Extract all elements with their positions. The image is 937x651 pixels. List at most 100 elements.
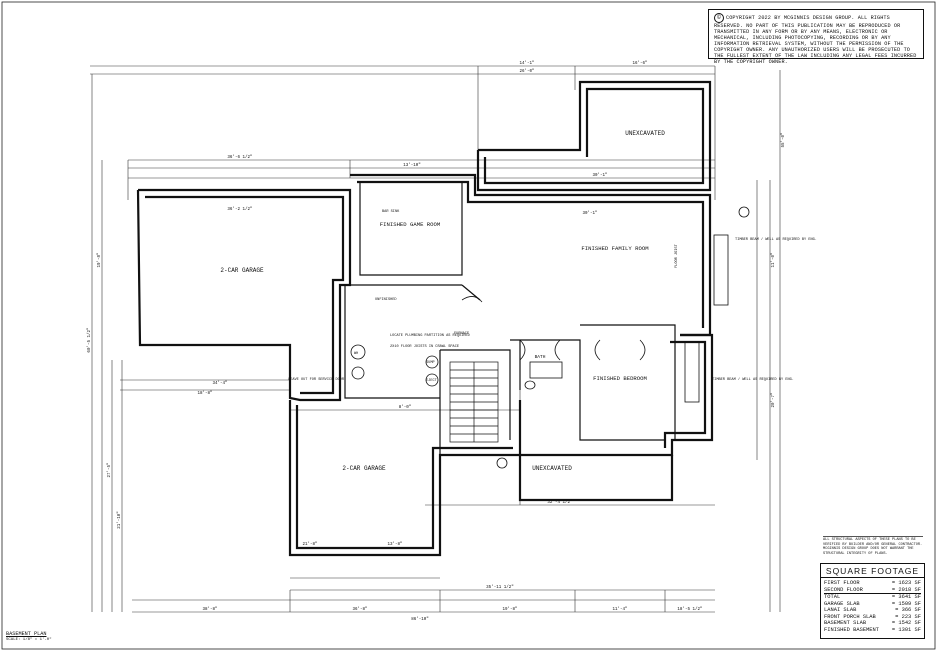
- sqft-row: FINISHED BASEMENT = 1301 SF: [824, 627, 921, 634]
- plan-notes: WH FURNACE SUMP EJECT BAR SINK FLOOR JOI…: [288, 210, 817, 383]
- dim-top-1: 14'-1": [519, 61, 534, 66]
- dim-garage-top: 36'-2 1/2": [227, 207, 252, 212]
- dim-family-width: 30'-1": [582, 211, 597, 216]
- sqft-value: = 223 SF: [895, 613, 921, 620]
- dim-top-3: 26'-0": [519, 69, 534, 74]
- sqft-value: = 366 SF: [895, 607, 921, 613]
- square-footage-title: SQUARE FOOTAGE: [821, 564, 924, 578]
- sqft-label: FINISHED BASEMENT: [824, 626, 879, 633]
- column-marker-bottom: [496, 457, 508, 469]
- timber-beam-top: [713, 234, 729, 306]
- label-timber-right: TIMBER BEAM / WELL AS REQUIRED BY ENG.: [712, 377, 794, 382]
- label-timber-top: TIMBER BEAM / WELL AS REQUIRED BY ENG.: [735, 237, 817, 242]
- room-garage-bottom: 2-CAR GARAGE: [342, 465, 386, 472]
- sqft-label: LANAI SLAB: [824, 607, 857, 613]
- dim-top-2: 16'-6": [632, 61, 647, 66]
- square-footage-rows: FIRST FLOOR = 1623 SF SECOND FLOOR = 2018 …: [821, 578, 924, 635]
- sqft-label: BASEMENT SLAB: [824, 620, 867, 626]
- dim-right-2: 20'-7": [771, 392, 776, 407]
- copyright-icon: ©: [714, 13, 724, 23]
- room-game: FINISHED GAME ROOM: [380, 221, 440, 228]
- sqft-row: FIRST FLOOR = 1623 SF: [824, 580, 921, 587]
- toilet: [524, 380, 536, 390]
- dim-left-3: 21'-10": [117, 511, 122, 529]
- sqft-row: LANAI SLAB = 366 SF: [824, 607, 921, 614]
- dim-inner-2: 18'-8": [197, 391, 212, 396]
- square-footage-table: SQUARE FOOTAGE FIRST FLOOR = 1623 SF SECO…: [820, 563, 925, 639]
- structural-disclaimer: ALL STRUCTURAL ASPECTS OF THESE PLANS TO…: [823, 536, 923, 565]
- dim-left-2: 27'-5": [107, 462, 112, 477]
- column-marker-top: [738, 206, 750, 218]
- dim-right-total: 55'-0": [781, 132, 786, 147]
- dim-bottom-total: 86'-10": [411, 617, 429, 622]
- dim-left-total: 60'-5 1/2": [87, 327, 92, 352]
- label-furnace: FURNACE: [454, 332, 469, 336]
- sqft-label: GARAGE SLAB: [824, 600, 860, 607]
- label-bar-sink: BAR SINK: [382, 210, 400, 214]
- dim-b-small-2: 13'-8": [387, 542, 402, 547]
- plan-scale: SCALE: 1/8" = 1'-0": [6, 638, 52, 642]
- sqft-value: = 1509 SF: [891, 600, 921, 607]
- sqft-label: FRONT PORCH SLAB: [824, 613, 876, 620]
- furnace-symbol: [351, 366, 365, 380]
- label-eject: EJECT: [426, 379, 438, 383]
- sqft-label: FIRST FLOOR: [824, 580, 860, 586]
- dim-bottom-5: 35'-11 1/2": [486, 585, 514, 590]
- dim-b-small-3: 8'-0": [399, 405, 412, 410]
- dim-bottom-4: 11'-4": [612, 607, 627, 612]
- dim-bottom-3: 19'-8": [502, 607, 517, 612]
- dim-row2-3: 30'-1": [592, 173, 607, 178]
- water-heater-symbol: [350, 344, 366, 360]
- sqft-value: = 2018 SF: [891, 586, 921, 593]
- sqft-row: GARAGE SLAB = 1509 SF: [824, 601, 921, 608]
- room-garage-left: 2-CAR GARAGE: [220, 267, 264, 274]
- dim-right-1: 11'-0": [771, 252, 776, 267]
- dim-b-small-1: 21'-8": [302, 542, 317, 547]
- dim-inner-1: 34'-4": [212, 381, 227, 386]
- sump-symbol: [425, 355, 439, 369]
- label-sump: SUMP: [426, 361, 435, 365]
- dim-bottom-2: 36'-8": [352, 607, 367, 612]
- room-unexcavated-bottom: UNEXCAVATED: [532, 465, 572, 472]
- copyright-text: COPYRIGHT 2022 BY MCGINNIS DESIGN GROUP.…: [714, 15, 917, 65]
- dimension-labels: 14'-1" 16'-6" 26'-0" 36'-6 1/2" 13'-10" …: [197, 61, 702, 622]
- dim-inner-3: 32'-4 1/2": [547, 500, 572, 505]
- bath-tub: [529, 361, 563, 379]
- sqft-value: = 1542 SF: [891, 620, 921, 626]
- sqft-row: SECOND FLOOR = 2018 SF: [824, 587, 921, 594]
- dim-bottom-1: 38'-8": [202, 607, 217, 612]
- label-floor-joist-note: 2X10 FLOOR JOISTS IN CRAWL SPACE: [390, 345, 459, 349]
- dim-left-1: 19'-8": [97, 252, 102, 267]
- dim-row2-1: 36'-6 1/2": [227, 155, 252, 160]
- sqft-label: TOTAL: [824, 594, 841, 600]
- plan-title: BASEMENT PLAN: [6, 631, 47, 637]
- room-bedroom: FINISHED BEDROOM: [593, 375, 647, 382]
- timber-beam-right: [684, 341, 700, 403]
- room-family: FINISHED FAMILY ROOM: [581, 245, 648, 252]
- sqft-row-total: TOTAL = 3641 SF: [824, 593, 921, 601]
- sqft-row: BASEMENT SLAB = 1542 SF: [824, 620, 921, 627]
- sqft-label: SECOND FLOOR: [824, 586, 863, 593]
- label-floor-joist: FLOOR JOIST: [675, 243, 679, 268]
- sqft-row: FRONT PORCH SLAB = 223 SF: [824, 614, 921, 621]
- fixtures: [350, 206, 750, 469]
- room-unexcavated-top: UNEXCAVATED: [625, 130, 665, 137]
- label-loc-note: LOCATE PLUMBING PARTITION AS REQUIRED: [390, 334, 470, 338]
- dim-bottom-6: 18'-5 1/2": [677, 607, 702, 612]
- exterior-walls: [136, 80, 714, 557]
- stair-treads: [449, 361, 499, 443]
- copyright-notice: ©COPYRIGHT 2022 BY MCGINNIS DESIGN GROUP…: [708, 9, 924, 65]
- sqft-value: = 1623 SF: [891, 580, 921, 586]
- label-wh: WH: [354, 352, 358, 356]
- room-bath: BATH: [535, 354, 546, 360]
- room-labels: UNEXCAVATED UNEXCAVATED 2-CAR GARAGE 2-C…: [220, 130, 665, 472]
- sqft-value: = 1301 SF: [891, 626, 921, 633]
- label-unfinished: UNFINISHED: [375, 298, 397, 302]
- dimension-lines: [90, 65, 781, 613]
- vertical-dimension-labels: 60'-5 1/2" 19'-8" 27'-5" 21'-10" 55'-0" …: [87, 132, 786, 528]
- sqft-value: = 3641 SF: [891, 594, 921, 600]
- eject-symbol: [425, 373, 439, 387]
